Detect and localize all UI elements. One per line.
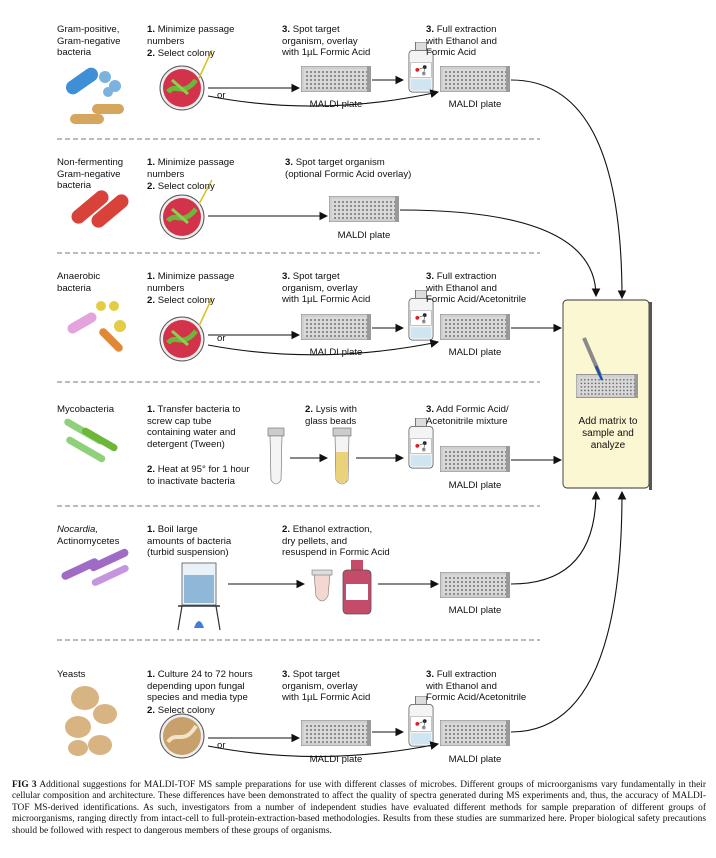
- step-1: 1. Minimize passage numbers: [147, 157, 235, 180]
- maldi-plate-label: MALDI plate: [309, 347, 363, 358]
- step-2: 2. Select colony: [147, 48, 215, 59]
- gram-bacteria-icon: [65, 67, 124, 124]
- organism-label: Anaerobic bacteria: [57, 271, 101, 294]
- caption-text: Additional suggestions for MALDI-TOF MS …: [12, 780, 706, 836]
- arrow: [207, 339, 440, 356]
- step-3-spot: 3. Spot target organism, overlay with 1µ…: [282, 669, 371, 704]
- maldi-plate-icon: [440, 314, 510, 340]
- organism-label: Gram-positive, Gram-negative bacteria: [57, 24, 121, 59]
- step-3-spot: 3. Spot target organism, overlay with 1µ…: [282, 271, 371, 306]
- arrow: [207, 741, 440, 758]
- bead-tube-icon: [332, 427, 352, 485]
- pipette-icon: [582, 337, 604, 381]
- step-3-spot: 3. Spot target organism (optional Formic…: [285, 157, 412, 180]
- petri-dish-icon: [160, 66, 204, 110]
- ethanol-bottle-icon: [342, 560, 372, 615]
- step-3-extract: 3. Full extraction with Ethanol and Form…: [426, 669, 527, 704]
- anaerobic-bacteria-icon: [67, 301, 126, 352]
- step-2-lysis: 2. Lysis with glass beads: [305, 404, 357, 427]
- caption-label: FIG 3: [12, 780, 37, 790]
- flow-arrows: [207, 75, 627, 758]
- maldi-plate-label: MALDI plate: [448, 99, 502, 110]
- organism-label-italic: Nocardia,: [57, 524, 99, 535]
- step-2: 2. Heat at 95° for 1 hour to inactivate …: [147, 464, 250, 487]
- step-2: 2. Select colony: [147, 295, 215, 306]
- boiling-beaker-icon: [177, 562, 221, 631]
- maldi-plate-icon: [440, 572, 510, 598]
- maldi-plate-icon: [329, 196, 399, 222]
- petri-dish-icon: [160, 195, 204, 239]
- step-3-spot: 3. Spot target organism, overlay with 1µ…: [282, 24, 371, 59]
- yeast-icon: [65, 686, 117, 756]
- or-label: or: [217, 90, 226, 101]
- step-1: 1. Minimize passage numbers: [147, 271, 235, 294]
- screw-cap-tube-icon: [267, 427, 285, 485]
- organism-label: Non-fermenting Gram-negative bacteria: [57, 157, 124, 192]
- maldi-plate-icon: [440, 66, 510, 92]
- maldi-plate-label: MALDI plate: [309, 99, 363, 110]
- maldi-plate-icon: [301, 314, 371, 340]
- mycobacteria-icon: [64, 418, 118, 463]
- maldi-plate-label: MALDI plate: [337, 230, 391, 241]
- maldi-plate-label: MALDI plate: [448, 754, 502, 765]
- arrow: [207, 89, 440, 107]
- step-1: 1. Minimize passage numbers: [147, 24, 235, 47]
- or-label: or: [217, 740, 226, 751]
- nocardia-icon: [61, 548, 129, 586]
- arrow: [510, 79, 627, 300]
- step-1: 1. Boil large amounts of bacteria (turbi…: [147, 524, 232, 559]
- maldi-plate-icon: [440, 446, 510, 472]
- step-3-extract: 3. Full extraction with Ethanol and Form…: [426, 271, 527, 306]
- row-dividers: [57, 138, 540, 641]
- step-2-ethanol: 2. Ethanol extraction, dry pellets, and …: [282, 524, 390, 559]
- petri-dish-icon: [160, 317, 204, 361]
- step-1: 1. Transfer bacteria to screw cap tube c…: [147, 404, 241, 450]
- maldi-plate-label: MALDI plate: [309, 754, 363, 765]
- yeast-dish-icon: [159, 713, 205, 759]
- step-1: 1. Culture 24 to 72 hours depending upon…: [147, 669, 253, 704]
- organism-label: Actinomycetes: [57, 536, 120, 547]
- maldi-plate-icon: [440, 720, 510, 746]
- microtube-icon: [311, 569, 333, 602]
- maldi-plate-label: MALDI plate: [448, 605, 502, 616]
- step-3-extract: 3. Add Formic Acid/ Acetonitrile mixture: [426, 404, 509, 427]
- or-label: or: [217, 333, 226, 344]
- maldi-plate-icon: [301, 66, 371, 92]
- organism-label: Yeasts: [57, 669, 86, 680]
- step-3-extract: 3. Full extraction with Ethanol and Form…: [426, 24, 497, 59]
- maldi-plate-label: MALDI plate: [448, 480, 502, 491]
- maldi-plate-icon: [301, 720, 371, 746]
- final-maldi-plate-icon: [576, 374, 638, 398]
- arrow: [399, 209, 601, 298]
- non-fermenting-bacteria-icon: [71, 190, 129, 228]
- organism-label: Mycobacteria: [57, 404, 115, 415]
- step-2: 2. Select colony: [147, 705, 215, 716]
- maldi-plate-label: MALDI plate: [448, 347, 502, 358]
- arrow: [510, 490, 601, 585]
- figure-caption: FIG 3 Additional suggestions for MALDI-T…: [12, 780, 706, 837]
- arrow: [510, 490, 627, 733]
- step-2: 2. Select colony: [147, 181, 215, 192]
- analyze-box-label: Add matrix to sample and analyze: [578, 416, 638, 451]
